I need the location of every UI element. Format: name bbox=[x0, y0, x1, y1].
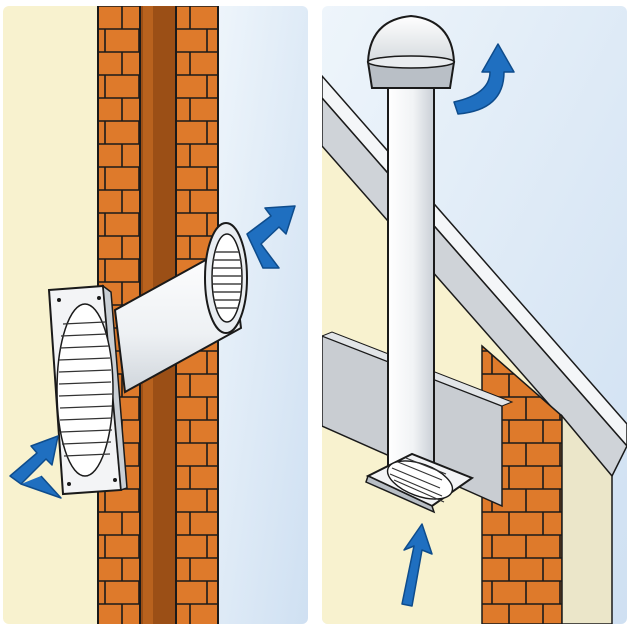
arrow-icon bbox=[401, 523, 433, 607]
arrow-icon bbox=[9, 435, 62, 499]
through-wall-panel bbox=[3, 6, 308, 624]
vertical-pipe bbox=[387, 67, 435, 476]
ceiling-fan-grille bbox=[365, 452, 475, 514]
through-roof-illustration bbox=[322, 6, 627, 624]
roof-cap bbox=[366, 14, 456, 89]
airflow-in-arrow bbox=[401, 523, 433, 607]
through-wall-illustration bbox=[3, 6, 308, 624]
through-roof-panel bbox=[322, 6, 627, 624]
airflow-out-arrow bbox=[453, 43, 515, 115]
fan-grille bbox=[47, 284, 128, 496]
arrow-icon bbox=[246, 205, 296, 269]
curved-arrow-icon bbox=[453, 43, 515, 115]
outer-louvered-vent bbox=[204, 222, 248, 334]
airflow-in-arrow bbox=[9, 435, 62, 499]
airflow-out-arrow bbox=[246, 205, 296, 269]
